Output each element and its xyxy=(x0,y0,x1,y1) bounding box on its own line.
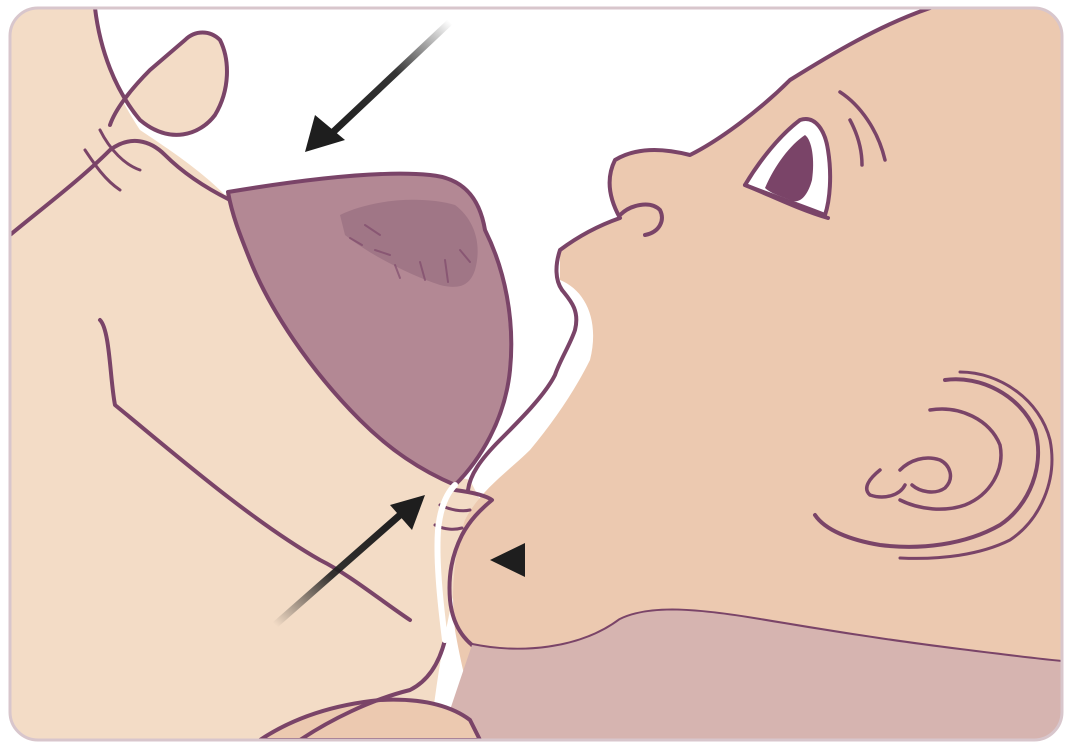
illustration-canvas xyxy=(0,0,1069,747)
breastfeeding-latch-illustration xyxy=(0,0,1069,747)
